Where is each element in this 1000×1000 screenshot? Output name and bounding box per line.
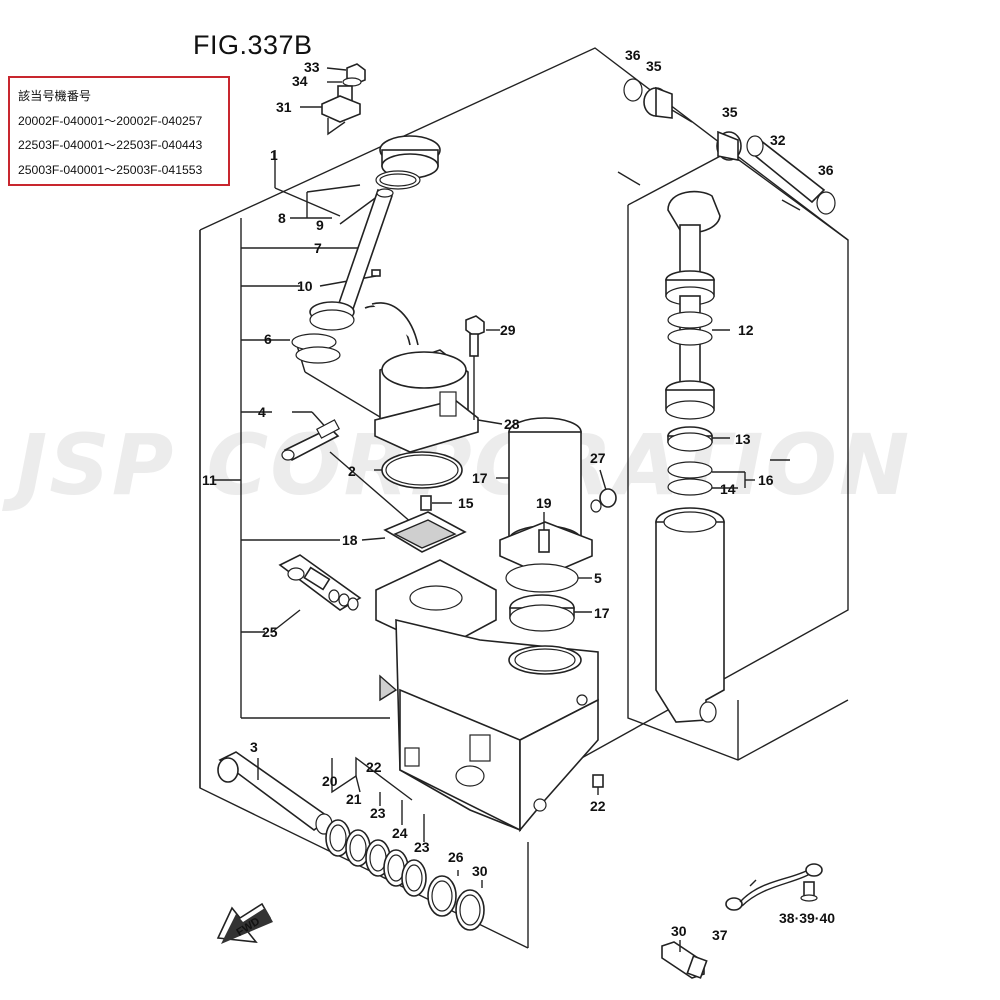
callout: 25 (262, 624, 278, 640)
callout: 38·39·40 (779, 910, 835, 926)
callout: 36 (818, 162, 834, 178)
callout: 20 (322, 773, 338, 789)
callout: 30 (472, 863, 488, 879)
callout: 31 (276, 99, 292, 115)
part-31-34-33 (300, 63, 366, 136)
callout: 23 (414, 839, 430, 855)
callout: 30 (671, 923, 687, 939)
callout: 21 (346, 791, 362, 807)
seal-ring-stack (325, 756, 485, 931)
callout: 2 (348, 463, 356, 479)
callout-labels: 33 34 31 36 35 35 32 36 1 8 9 7 10 6 12 … (202, 47, 835, 943)
callout: 28 (504, 416, 520, 432)
part-7-tube (337, 188, 394, 314)
callout: 10 (297, 278, 313, 294)
callout: 7 (314, 240, 322, 256)
part-5-plate (361, 511, 467, 553)
callout: 27 (590, 450, 606, 466)
bracket-lines (214, 150, 421, 719)
part-37-bolt (661, 940, 708, 979)
callout: 29 (500, 322, 516, 338)
part-19-screw (420, 495, 452, 511)
callout: 33 (304, 59, 320, 75)
callout: 17 (472, 470, 488, 486)
callout: 24 (392, 825, 408, 841)
part-18-bolt (538, 512, 550, 553)
callout: 16 (758, 472, 774, 488)
part-20-shaft (217, 751, 333, 835)
part-6-orings (291, 301, 355, 364)
callout: 17 (594, 605, 610, 621)
part-17-oring-upper (374, 451, 463, 489)
callout: 34 (292, 73, 308, 89)
part-3-valve (278, 554, 362, 611)
serial-range: 20002F-040001～20002F-040257 (18, 113, 203, 128)
part-16-plug (590, 469, 617, 513)
serial-heading: 該当号機番号 (18, 89, 92, 103)
part-26-screw (592, 774, 604, 795)
callout: 23 (370, 805, 386, 821)
callout: 35 (646, 58, 662, 74)
figure-title: FIG.337B (193, 30, 313, 60)
callout: 19 (536, 495, 552, 511)
serial-range: 22503F-040001～22503F-040443 (18, 138, 203, 152)
callout: 1 (270, 147, 278, 163)
callout: 22 (590, 798, 606, 814)
part-29-bolt (465, 315, 500, 420)
callout: 37 (712, 927, 728, 943)
callout: 8 (278, 210, 286, 226)
main-housing (375, 559, 599, 833)
part-8-9-cap (375, 135, 441, 190)
callout: 13 (735, 431, 751, 447)
callout: 4 (258, 404, 266, 420)
callout: 5 (594, 570, 602, 586)
fwd-arrow-icon: FWD (216, 902, 273, 944)
part-32-35-36-pin (617, 78, 836, 215)
callout: 14 (720, 481, 736, 497)
callout: 3 (250, 739, 258, 755)
callout: 6 (264, 331, 272, 347)
serial-range: 25003F-040001～25003F-041553 (18, 162, 203, 177)
part-41-screw (800, 881, 818, 902)
part-4-valve (281, 419, 340, 462)
callout: 9 (316, 217, 324, 233)
callout: 26 (448, 849, 464, 865)
serial-number-box: 該当号機番号 20002F-040001～20002F-040257 22503… (8, 76, 230, 186)
callout: 32 (770, 132, 786, 148)
part-17-25-rings (505, 563, 592, 632)
callout: 12 (738, 322, 754, 338)
callout: 35 (722, 104, 738, 120)
callout: 36 (625, 47, 641, 63)
part-11-cylinder (655, 190, 790, 723)
callout: 22 (366, 759, 382, 775)
part-38-ground-wire (725, 863, 823, 911)
part-28-motor (364, 302, 503, 453)
callout: 11 (202, 472, 217, 488)
callout: 15 (458, 495, 474, 511)
callout: 18 (342, 532, 358, 548)
